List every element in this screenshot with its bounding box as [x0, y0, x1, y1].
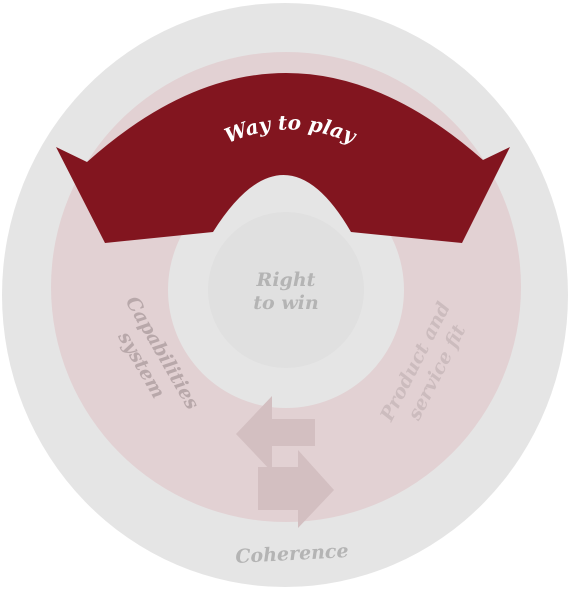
right-pointing-arrow [258, 450, 334, 528]
center-label-line1: Right [256, 269, 316, 291]
center-circle [208, 212, 364, 368]
left-pointing-arrow [236, 396, 315, 472]
top-arc-arrow [56, 72, 510, 243]
center-label-line2: to win [253, 292, 318, 314]
